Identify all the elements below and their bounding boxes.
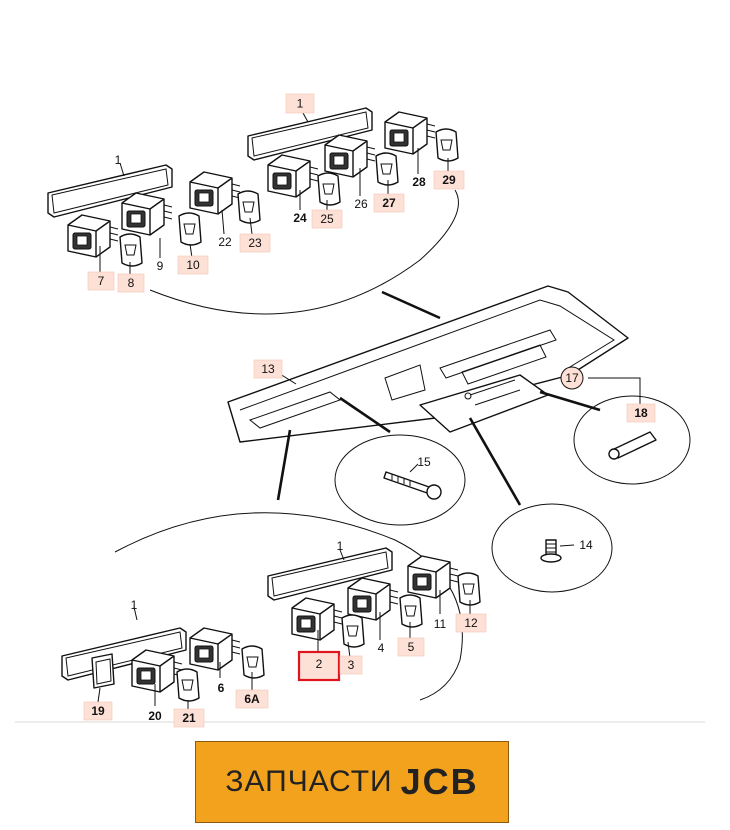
callout-11: 11 [434,617,447,631]
svg-text:24: 24 [293,211,307,225]
callout-27: 27 [373,193,405,213]
logo-brand: JCB [400,761,479,802]
svg-text:18: 18 [634,406,648,420]
svg-text:12: 12 [464,616,478,630]
detail-14 [491,503,613,593]
callout-22: 22 [218,235,232,249]
callout-14: 14 [579,538,593,552]
callout-1-bottom-right: 1 [337,539,344,553]
svg-text:26: 26 [354,197,368,211]
group-top-left [47,164,261,267]
svg-text:27: 27 [382,196,396,210]
callout-7: 7 [87,271,115,291]
callout-29: 29 [433,170,465,190]
detail-15 [334,434,466,526]
callout-9: 9 [157,259,164,273]
svg-text:6: 6 [218,681,225,695]
callout-4: 4 [378,641,385,655]
callout-1-top-left: 1 [115,153,122,167]
callout-28: 28 [412,175,426,189]
group-bottom-right [267,547,481,648]
top-group-arc [149,189,459,315]
svg-text:28: 28 [412,175,426,189]
callout-17: 17 [560,366,584,390]
svg-text:3: 3 [348,658,355,672]
svg-text:8: 8 [128,276,135,290]
dash-panel [227,285,629,443]
callout-3: 3 [339,655,363,675]
callout-21: 21 [173,708,205,728]
callout-6: 6 [218,681,225,695]
callout-8: 8 [117,273,145,293]
callout-23: 23 [239,233,271,253]
svg-text:1: 1 [115,153,122,167]
svg-text:23: 23 [248,236,262,250]
callout-5: 5 [397,637,425,657]
svg-text:22: 22 [218,235,232,249]
callout-20: 20 [148,709,162,723]
callout-26: 26 [354,197,368,211]
callout-13: 13 [253,359,283,379]
group-top-right [247,107,459,206]
callout-12: 12 [455,613,487,633]
group-bottom-left [61,627,265,702]
callout-2-highlighted: 2 [297,650,341,682]
svg-text:4: 4 [378,641,385,655]
leader-lines [97,112,641,710]
svg-text:1: 1 [337,539,344,553]
logo-word: ЗАПЧАСТИ [225,765,393,798]
zapchasti-jcb-logo[interactable]: ЗАПЧАСТИ JCB [195,741,509,823]
svg-text:19: 19 [91,704,105,718]
svg-text:25: 25 [320,212,334,226]
callout-18: 18 [626,403,656,423]
callout-1-bottom-left: 1 [131,598,138,612]
svg-text:6A: 6A [244,692,260,706]
callout-10: 10 [177,255,209,275]
svg-text:11: 11 [434,617,447,631]
svg-text:17: 17 [565,371,579,385]
svg-text:13: 13 [261,362,275,376]
callout-24: 24 [293,211,307,225]
detail-18 [573,395,691,485]
svg-text:20: 20 [148,709,162,723]
svg-text:1: 1 [297,97,304,111]
bottom-group-arc [114,512,463,701]
svg-text:5: 5 [408,640,415,654]
callout-19: 19 [83,701,113,721]
svg-text:29: 29 [442,173,456,187]
callout-15: 15 [417,455,431,469]
callout-6a: 6A [235,689,269,709]
callout-1-top-right: 1 [285,93,315,114]
callout-25: 25 [311,209,343,229]
svg-text:2: 2 [316,657,323,671]
svg-text:10: 10 [186,258,200,272]
svg-text:14: 14 [579,538,593,552]
svg-text:7: 7 [98,274,105,288]
svg-text:15: 15 [417,455,431,469]
svg-text:1: 1 [131,598,138,612]
svg-text:9: 9 [157,259,164,273]
svg-text:21: 21 [182,711,196,725]
